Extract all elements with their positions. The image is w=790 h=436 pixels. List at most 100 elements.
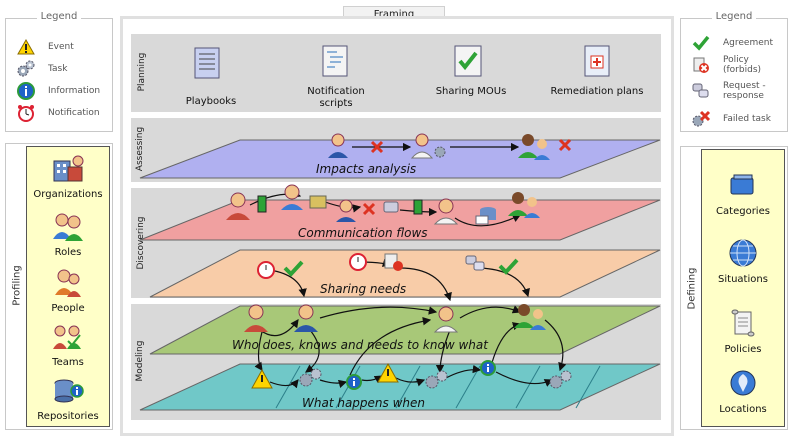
profile-repositories-label: Repositories	[37, 411, 99, 422]
define-locations[interactable]: Locations	[702, 368, 784, 415]
when-plane-label: What happens when	[302, 396, 425, 410]
when-warning-icon-1	[251, 368, 273, 389]
gears-icon	[16, 59, 36, 79]
profile-roles[interactable]: Roles	[27, 211, 109, 258]
communication-plane-label: Communication flows	[298, 226, 428, 240]
legend-request-label: Request - response	[723, 81, 766, 101]
comm-team-icon	[508, 192, 540, 218]
planning-remediation-plans[interactable]: Remediation plans	[549, 42, 645, 108]
script-icon	[321, 44, 349, 82]
when-plane	[139, 363, 661, 411]
left-legend-title: Legend	[36, 11, 82, 22]
failed-task-icon	[691, 109, 711, 129]
right-legend: Legend Agreement Policy (forbids) Reques…	[680, 11, 788, 132]
sharing-clock-icon-1	[257, 261, 275, 279]
sharing-plane	[149, 249, 661, 298]
legend-policy: Policy (forbids)	[691, 55, 781, 75]
legend-information: Information	[16, 81, 100, 101]
define-situations-label: Situations	[718, 274, 768, 285]
impacts-fail-icon	[370, 140, 384, 154]
checkmark-icon	[691, 33, 711, 53]
repository-icon	[50, 375, 86, 407]
sharing-check-icon-1	[283, 260, 304, 277]
profiling-items: Organizations Roles People Teams Reposit…	[26, 146, 110, 427]
impacts-plane-label: Impacts analysis	[316, 162, 417, 176]
sharing-plane-label: Sharing needs	[320, 282, 407, 296]
legend-notification-label: Notification	[48, 108, 100, 118]
profile-teams[interactable]: Teams	[27, 321, 109, 368]
planning-notification-scripts[interactable]: Notification scripts	[291, 42, 381, 109]
legend-agreement-label: Agreement	[723, 38, 773, 48]
forbidden-policy-icon	[691, 55, 711, 75]
impacts-person-icon	[328, 133, 348, 158]
location-icon	[725, 368, 761, 400]
info-icon	[16, 81, 36, 101]
comm-database-icon	[475, 207, 496, 225]
impacts-doctor-icon	[410, 133, 446, 159]
comm-phone-icon	[257, 195, 267, 213]
define-policies[interactable]: Policies	[702, 308, 784, 355]
when-gears-icon-1	[299, 368, 322, 387]
sharing-clock-icon-2	[349, 253, 367, 271]
when-info-icon-2	[480, 360, 496, 376]
planning-remediation-plans-label: Remediation plans	[550, 86, 644, 97]
sharing-request-icon	[465, 255, 485, 271]
profiling-panel: Profiling Organizations Roles People Tea…	[5, 143, 113, 430]
legend-notification: Notification	[16, 103, 100, 123]
legend-failed-task-label: Failed task	[723, 114, 771, 124]
globe-icon	[725, 238, 761, 270]
define-categories[interactable]: Categories	[702, 170, 784, 217]
who-doctor-icon	[433, 306, 459, 333]
define-policies-label: Policies	[724, 344, 762, 355]
legend-task-label: Task	[48, 64, 68, 74]
legend-request: Request - response	[691, 81, 783, 101]
people-icon	[50, 267, 86, 299]
planning-playbooks-label: Playbooks	[185, 96, 237, 107]
comm-fail-icon	[362, 202, 376, 216]
profile-organizations[interactable]: Organizations	[27, 153, 109, 200]
alarm-clock-icon	[16, 103, 36, 123]
when-gears-icon-2	[425, 370, 448, 389]
legend-failed-task: Failed task	[691, 109, 771, 129]
who-plane-label: Who does, knows and needs to know what	[232, 338, 488, 352]
legend-information-label: Information	[48, 86, 101, 96]
comm-message-icon	[383, 199, 423, 215]
sharing-check-icon-2	[498, 258, 519, 275]
profile-roles-label: Roles	[54, 247, 82, 258]
define-locations-label: Locations	[719, 404, 767, 415]
profile-people[interactable]: People	[27, 267, 109, 314]
legend-event: Event	[16, 37, 74, 57]
plan-icon	[583, 44, 611, 82]
defining-panel: Defining Categories Situations Policies …	[680, 146, 788, 430]
categories-icon	[725, 170, 761, 202]
who-team-icon	[514, 304, 546, 330]
impacts-plane	[139, 139, 661, 179]
comm-person-icon	[226, 192, 250, 220]
when-warning-icon-2	[377, 362, 399, 383]
legend-policy-label: Policy (forbids)	[723, 55, 762, 75]
profile-people-label: People	[51, 303, 85, 314]
roles-icon	[50, 211, 86, 243]
teams-icon	[50, 321, 86, 353]
warning-icon	[16, 37, 36, 57]
who-police-icon	[294, 304, 318, 332]
sharing-policy-icon	[384, 253, 403, 271]
planning-playbooks[interactable]: Playbooks	[171, 42, 251, 107]
define-situations[interactable]: Situations	[702, 238, 784, 285]
right-legend-title: Legend	[711, 11, 757, 22]
who-person-icon	[244, 304, 268, 332]
comm-police-icon	[336, 199, 356, 222]
define-categories-label: Categories	[716, 206, 770, 217]
left-legend: Legend Event Task Information Notificati…	[5, 11, 113, 132]
request-response-icon	[691, 81, 711, 101]
comm-doctor-icon	[433, 198, 459, 225]
mou-icon	[453, 44, 483, 82]
document-icon	[193, 46, 221, 84]
when-info-icon-1	[346, 374, 362, 390]
planning-sharing-mous[interactable]: Sharing MOUs	[431, 42, 511, 108]
organization-icon	[50, 153, 86, 185]
profile-repositories[interactable]: Repositories	[27, 375, 109, 422]
impacts-team-icon	[518, 134, 572, 160]
defining-items: Categories Situations Policies Locations	[701, 149, 785, 427]
